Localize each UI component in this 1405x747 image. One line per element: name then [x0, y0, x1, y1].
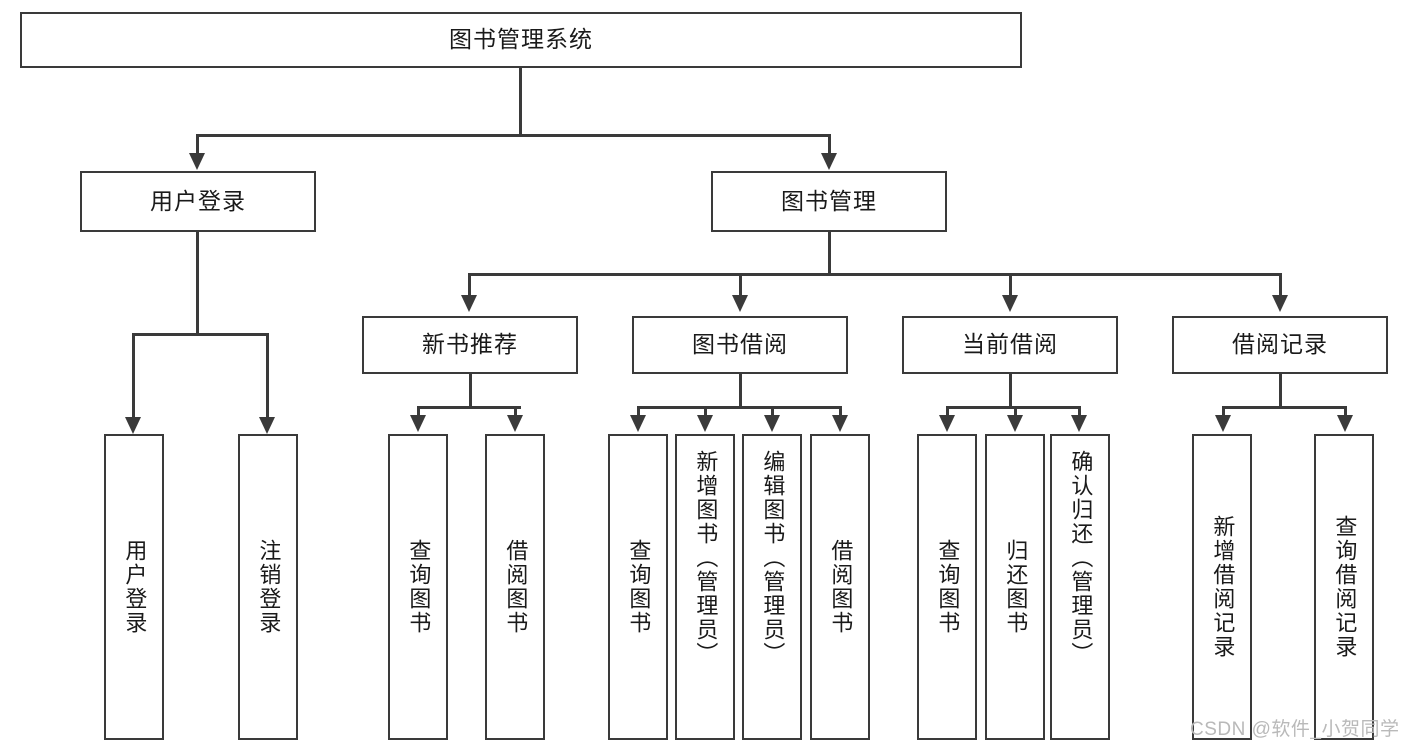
connector-bb-drop-1	[637, 406, 640, 418]
node-leaf-borrow-book-2-label: 借阅图书	[828, 539, 854, 635]
arrowhead-leaf-confirm-return	[1071, 415, 1087, 432]
arrowhead-leaf-edit-book	[764, 415, 780, 432]
connector-book-borrow-stem	[739, 374, 742, 408]
connector-book-manage-stem	[828, 232, 831, 275]
connector-borrow-record-stem	[1279, 374, 1282, 408]
connector-current-borrow-bus	[946, 406, 1080, 409]
node-leaf-user-login[interactable]: 用户登录	[104, 434, 164, 740]
node-leaf-edit-book-label: 编辑图书（管理员）	[760, 450, 786, 666]
node-leaf-return-book[interactable]: 归还图书	[985, 434, 1045, 740]
connector-br-drop-1	[1222, 406, 1225, 418]
node-leaf-query-record[interactable]: 查询借阅记录	[1314, 434, 1374, 740]
node-current-borrow-label: 当前借阅	[962, 331, 1058, 358]
node-leaf-query-book-1[interactable]: 查询图书	[388, 434, 448, 740]
node-leaf-add-record-label: 新增借阅记录	[1210, 515, 1236, 659]
connector-root-bus	[197, 134, 831, 137]
node-root-label: 图书管理系统	[449, 26, 593, 53]
connector-book-manage-bus	[468, 273, 1282, 276]
arrowhead-leaf-query-book-2	[630, 415, 646, 432]
arrowhead-user-login	[189, 153, 205, 170]
node-user-login-label: 用户登录	[150, 187, 246, 214]
node-book-borrow[interactable]: 图书借阅	[632, 316, 848, 374]
connector-user-login-drop-2	[266, 333, 269, 420]
node-user-login[interactable]: 用户登录	[80, 171, 316, 232]
connector-root-to-user-login	[196, 134, 199, 156]
connector-bb-drop-2	[704, 406, 707, 418]
node-leaf-edit-book[interactable]: 编辑图书（管理员）	[742, 434, 802, 740]
node-leaf-user-login-label: 用户登录	[122, 539, 148, 635]
connector-book-manage-drop-1	[468, 273, 471, 297]
node-leaf-add-book[interactable]: 新增图书（管理员）	[675, 434, 735, 740]
node-leaf-borrow-book-1[interactable]: 借阅图书	[485, 434, 545, 740]
node-leaf-return-book-label: 归还图书	[1003, 539, 1029, 635]
connector-cb-drop-1	[946, 406, 949, 418]
node-book-manage[interactable]: 图书管理	[711, 171, 947, 232]
node-leaf-borrow-book-1-label: 借阅图书	[503, 539, 529, 635]
arrowhead-book-borrow	[732, 295, 748, 312]
connector-book-borrow-bus	[637, 406, 841, 409]
node-leaf-logout-login-label: 注销登录	[256, 539, 282, 635]
node-leaf-query-record-label: 查询借阅记录	[1332, 515, 1358, 659]
connector-bb-drop-3	[771, 406, 774, 418]
arrowhead-leaf-borrow-book-1	[507, 415, 523, 432]
arrowhead-new-book-recommend	[461, 295, 477, 312]
connector-br-drop-2	[1344, 406, 1347, 418]
arrowhead-leaf-add-record	[1215, 415, 1231, 432]
node-leaf-add-book-label: 新增图书（管理员）	[693, 450, 719, 666]
connector-book-manage-drop-4	[1279, 273, 1282, 297]
connector-cb-drop-2	[1014, 406, 1017, 418]
node-current-borrow[interactable]: 当前借阅	[902, 316, 1118, 374]
node-borrow-record[interactable]: 借阅记录	[1172, 316, 1388, 374]
arrowhead-leaf-borrow-book-2	[832, 415, 848, 432]
node-leaf-query-book-2-label: 查询图书	[626, 539, 652, 635]
connector-user-login-stem	[196, 232, 199, 335]
node-borrow-record-label: 借阅记录	[1232, 331, 1328, 358]
node-leaf-confirm-return[interactable]: 确认归还（管理员）	[1050, 434, 1110, 740]
node-leaf-query-book-3[interactable]: 查询图书	[917, 434, 977, 740]
arrowhead-leaf-query-book-3	[939, 415, 955, 432]
node-new-book-recommend-label: 新书推荐	[422, 331, 518, 358]
arrowhead-leaf-user-login	[125, 417, 141, 434]
arrowhead-borrow-record	[1272, 295, 1288, 312]
connector-new-book-recommend-stem	[469, 374, 472, 408]
arrowhead-current-borrow	[1002, 295, 1018, 312]
watermark-text: CSDN @软件_小贺同学	[1190, 719, 1400, 740]
connector-borrow-record-bus	[1222, 406, 1346, 409]
arrowhead-leaf-add-book	[697, 415, 713, 432]
arrowhead-book-manage	[821, 153, 837, 170]
connector-nbr-drop-2	[514, 406, 517, 418]
connector-root-stem	[519, 68, 522, 136]
connector-current-borrow-stem	[1009, 374, 1012, 408]
connector-book-manage-drop-3	[1009, 273, 1012, 297]
arrowhead-leaf-logout-login	[259, 417, 275, 434]
arrowhead-leaf-query-record	[1337, 415, 1353, 432]
node-book-manage-label: 图书管理	[781, 187, 877, 214]
connector-nbr-drop-1	[417, 406, 420, 418]
arrowhead-leaf-return-book	[1007, 415, 1023, 432]
node-leaf-logout-login[interactable]: 注销登录	[238, 434, 298, 740]
node-book-borrow-label: 图书借阅	[692, 331, 788, 358]
arrowhead-leaf-query-book-1	[410, 415, 426, 432]
connector-bb-drop-4	[839, 406, 842, 418]
node-leaf-query-book-2[interactable]: 查询图书	[608, 434, 668, 740]
connector-book-manage-drop-2	[739, 273, 742, 297]
node-root[interactable]: 图书管理系统	[20, 12, 1022, 68]
node-new-book-recommend[interactable]: 新书推荐	[362, 316, 578, 374]
node-leaf-confirm-return-label: 确认归还（管理员）	[1068, 450, 1094, 666]
connector-cb-drop-3	[1078, 406, 1081, 418]
connector-user-login-bus	[132, 333, 268, 336]
node-leaf-query-book-3-label: 查询图书	[935, 539, 961, 635]
node-leaf-query-book-1-label: 查询图书	[406, 539, 432, 635]
node-leaf-add-record[interactable]: 新增借阅记录	[1192, 434, 1252, 740]
connector-new-book-recommend-bus	[417, 406, 521, 409]
connector-user-login-drop-1	[132, 333, 135, 420]
node-leaf-borrow-book-2[interactable]: 借阅图书	[810, 434, 870, 740]
connector-root-to-book-manage	[828, 134, 831, 156]
